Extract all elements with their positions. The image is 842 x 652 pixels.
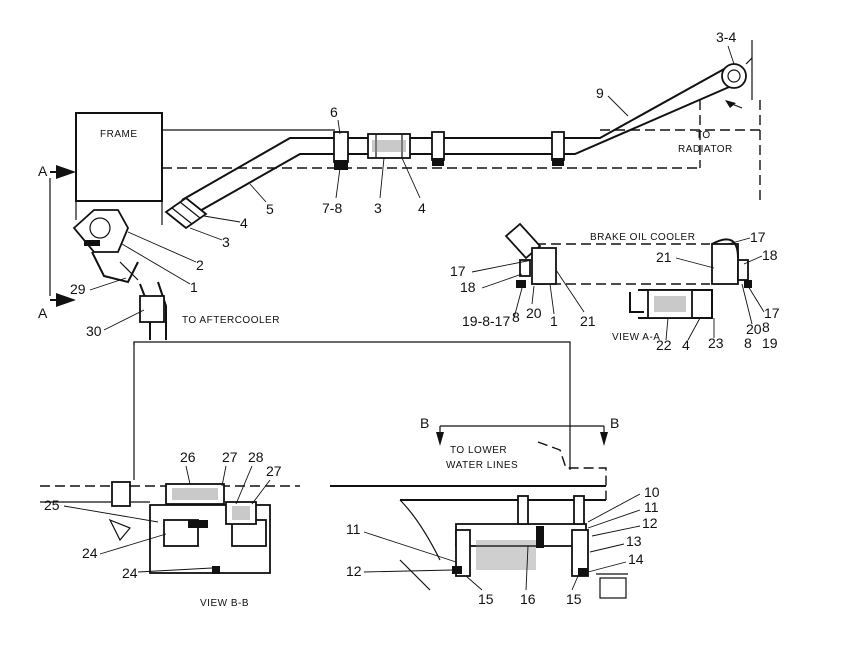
view-bb-drawing: [40, 481, 300, 574]
callout: 10: [644, 484, 660, 500]
lower-callouts: 10 11 12 13 14 11 12 15 16 15: [346, 484, 660, 607]
callout: 4: [682, 337, 690, 353]
callout: 27: [222, 449, 238, 465]
callout: 17: [450, 263, 466, 279]
callout: 19-8-17: [462, 313, 510, 329]
tube-5: [181, 137, 340, 213]
to-lower-label-1: TO LOWER: [450, 445, 507, 456]
callout: 21: [580, 313, 596, 329]
to-lower-label-2: WATER LINES: [446, 460, 518, 471]
lower-right-drawing: [330, 425, 628, 599]
section-a-top: A: [38, 163, 48, 179]
callout: 8: [762, 319, 770, 335]
callout: 3: [222, 234, 230, 250]
section-b-right: B: [610, 415, 619, 431]
to-aftercooler-label: TO AFTERCOOLER: [182, 315, 280, 326]
callout: 14: [628, 551, 644, 567]
frame-box: [75, 112, 163, 225]
clamp-6: [333, 131, 349, 170]
view-aa-drawing: [504, 222, 752, 319]
view-aa-label: VIEW A-A: [612, 332, 660, 343]
section-a-bottom: A: [38, 305, 48, 321]
section-a-marker: [49, 165, 76, 307]
tube-30: [139, 281, 167, 340]
callout: 22: [656, 337, 672, 353]
callout: 17: [750, 229, 766, 245]
callout: 24: [122, 565, 138, 581]
callout: 7-8: [322, 200, 342, 216]
hose-3-middle: [367, 133, 411, 159]
frame-label: FRAME: [100, 129, 138, 140]
callout: 15: [478, 591, 494, 607]
callout: 24: [82, 545, 98, 561]
callout: 11: [346, 521, 361, 537]
view-bb-label: VIEW B-B: [200, 598, 249, 609]
callout: 13: [626, 533, 642, 549]
callout: 15: [566, 591, 582, 607]
callout: 5: [266, 201, 274, 217]
callout: 8: [512, 309, 520, 325]
clamp-mid: [431, 131, 445, 166]
callout: 21: [656, 249, 672, 265]
callout: 25: [44, 497, 60, 513]
callout: 11: [644, 499, 659, 515]
callout: 18: [762, 247, 778, 263]
section-b-left: B: [420, 415, 429, 431]
callout: 30: [86, 323, 102, 339]
callout: 8: [744, 335, 752, 351]
callout: 2: [196, 257, 204, 273]
callout: 16: [520, 591, 536, 607]
callout: 26: [180, 449, 196, 465]
callout: 17: [764, 305, 780, 321]
outlet-housing: [72, 209, 139, 284]
view-bb-callouts: 26 27 28 27 25 24 24: [44, 449, 282, 581]
callout: 27: [266, 463, 282, 479]
callout: 6: [330, 104, 338, 120]
callout: 23: [708, 335, 724, 351]
callout: 1: [550, 313, 558, 329]
callout: 20: [746, 321, 762, 337]
to-radiator-label-2: RADIATOR: [678, 144, 733, 155]
callout: 29: [70, 281, 86, 297]
callout: 12: [346, 563, 362, 579]
clamp-right: [551, 131, 565, 166]
callout: 20: [526, 305, 542, 321]
callout: 19: [762, 335, 778, 351]
to-radiator-label-1: TO: [696, 130, 711, 141]
tube-9: [340, 67, 737, 155]
hose-3-lower: [164, 196, 208, 230]
callout: 1: [190, 279, 198, 295]
callout: 28: [248, 449, 264, 465]
callout: 3: [374, 200, 382, 216]
callout: 4: [240, 215, 248, 231]
callout: 3-4: [716, 29, 736, 45]
main-callouts: 3-4 9 6 7-8 3 4 5 4 3 2 1 29 30: [70, 29, 736, 339]
callout: 9: [596, 85, 604, 101]
brake-oil-cooler-label: BRAKE OIL COOLER: [590, 232, 695, 243]
radiator-elbow: [721, 57, 753, 89]
callout: 18: [460, 279, 476, 295]
view-aa-callouts: 17 21 17 18 19-8-17 8 20 1 21 18 17 8 20…: [450, 229, 780, 353]
callout: 4: [418, 200, 426, 216]
callout: 12: [642, 515, 658, 531]
